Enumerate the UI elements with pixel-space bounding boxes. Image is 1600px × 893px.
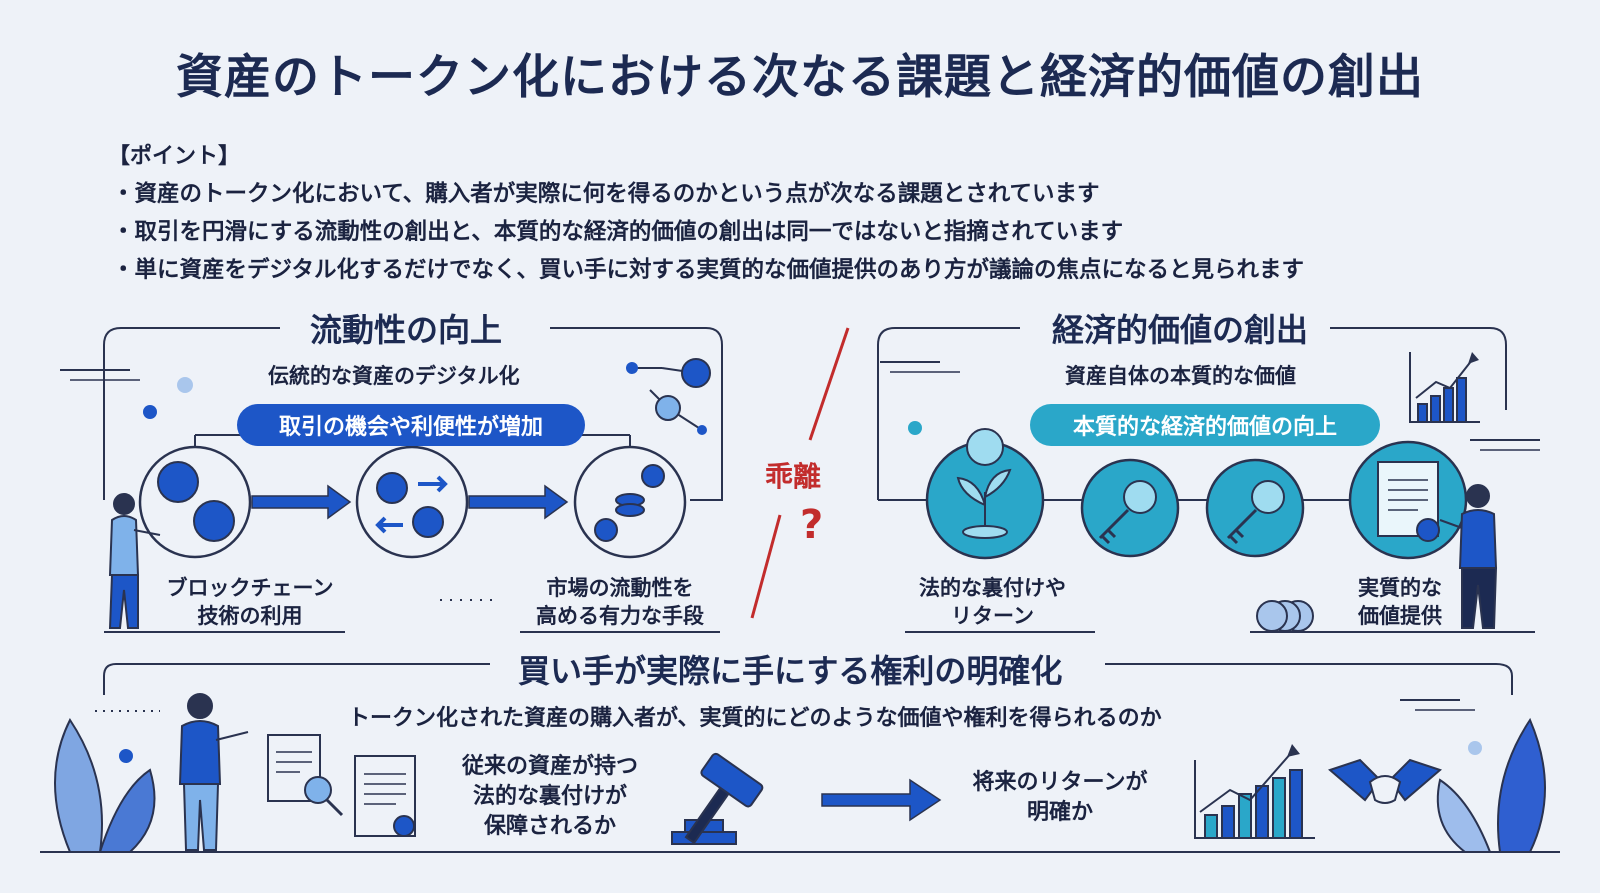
value-pill: 本質的な経済的価値の向上 [1030,404,1380,446]
liquidity-subtitle: 伝統的な資産のデジタル化 [268,364,520,388]
label-blockchain: ブロックチェーン 技術の利用 [166,576,334,628]
question-mark-icon: ? [800,502,824,548]
label-legal-backing: 法的な裏付けや リターン [919,576,1066,628]
page-title: 資産のトークン化における次なる課題と経済的価値の創出 [176,50,1424,105]
liquidity-pill: 取引の機会や利便性が増加 [237,404,585,446]
value-title: 経済的価値の創出 [1030,305,1331,351]
liquidity-title: 流動性の向上 [288,305,525,351]
label-future-return: 将来のリターンが 明確か [972,770,1148,825]
point-item: ・取引を円滑にする流動性の創出と、本質的な経済的価値の創出は同一ではないと指摘さ… [112,219,1124,245]
point-item: ・資産のトークン化において、購入者が実際に何を得るのかという点が次なる課題とされ… [112,181,1100,207]
point-item: ・単に資産をデジタル化するだけでなく、買い手に対する実質的な価値提供のあり方が議… [112,257,1305,283]
value-subtitle: 資産自体の本質的な価値 [1065,364,1296,388]
gap-label: 乖離 [765,460,822,493]
label-market-liquidity: 市場の流動性を 高める有力な手段 [536,576,704,628]
label-legal-guarantee: 従来の資産が持つ 法的な裏付けが 保障されるか [461,754,638,839]
rights-title: 買い手が実際に手にする権利の明確化 [496,646,1085,692]
rights-subtitle: トークン化された資産の購入者が、実質的にどのような価値や権利を得られるのか [348,706,1162,731]
points-heading: 【ポイント】 [108,144,241,169]
label-substantive-value: 実質的な 価値提供 [1358,576,1442,628]
